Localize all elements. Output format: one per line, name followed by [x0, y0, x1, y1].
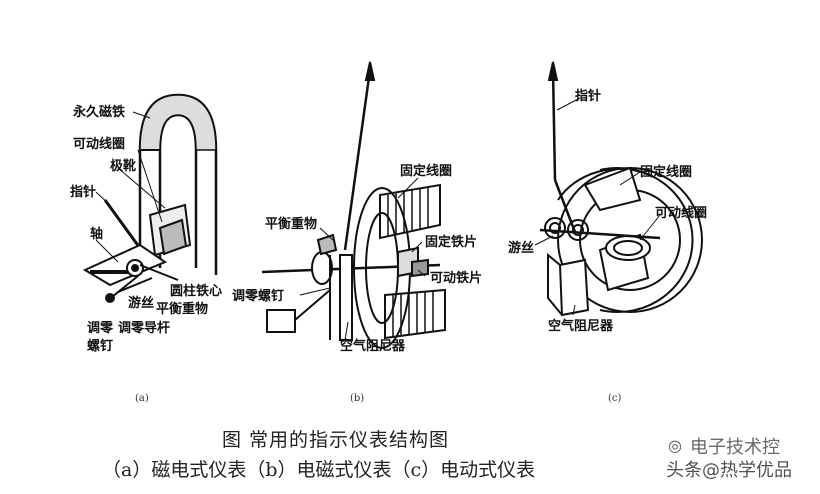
label-b-moving-iron: 可动铁片 — [430, 271, 483, 286]
label-a-cylinder-core: 圆柱铁心 — [170, 284, 223, 299]
label-c-air-damper: 空气阻尼器 — [548, 319, 614, 334]
figure-a-drawing — [82, 93, 218, 303]
label-b-zero-screw: 调零螺钉 — [232, 289, 285, 304]
watermark: 头条@热学优品 — [666, 460, 792, 481]
label-a-pole-shoe: 极靴 — [110, 159, 137, 174]
label-b-fixed-iron: 固定铁片 — [425, 235, 478, 250]
figure-c-drawing — [534, 61, 703, 317]
label-a-zero-screw-1: 调零 — [87, 321, 114, 336]
watermark-channel: 电子技术控 — [690, 437, 780, 458]
figure-caption: 图 常用的指示仪表结构图 — [222, 429, 450, 451]
figure-b-drawing — [261, 61, 446, 349]
label-b-air-damper: 空气阻尼器 — [340, 339, 406, 354]
label-b-fixed-coil: 固定线圈 — [400, 164, 453, 179]
label-c-hairspring: 游丝 — [508, 241, 535, 256]
figure-subcaption: （a）磁电式仪表（b）电磁式仪表（c）电动式仪表 — [102, 459, 536, 481]
chat-bubble-icon: ◎ — [668, 436, 682, 455]
label-c-fixed-coil: 固定线圈 — [640, 165, 693, 180]
label-b-balance-weight: 平衡重物 — [265, 217, 318, 232]
label-c-moving-coil: 可动线圈 — [655, 206, 708, 221]
label-c-pointer: 指针 — [575, 89, 602, 104]
label-a-zero-lever: 调零导杆 — [118, 321, 171, 336]
sublabel-a: (a) — [135, 393, 149, 404]
label-a-hairspring: 游丝 — [128, 296, 155, 311]
label-a-pointer: 指针 — [70, 185, 97, 200]
label-a-moving-coil: 可动线圈 — [73, 137, 126, 152]
label-a-zero-screw-2: 螺钉 — [87, 339, 114, 354]
label-a-permanent-magnet: 永久磁铁 — [73, 105, 126, 120]
sublabel-b: (b) — [350, 393, 365, 404]
label-a-shaft: 轴 — [90, 227, 104, 242]
label-a-balance-weight: 平衡重物 — [156, 302, 209, 317]
sublabel-c: (c) — [608, 393, 622, 404]
